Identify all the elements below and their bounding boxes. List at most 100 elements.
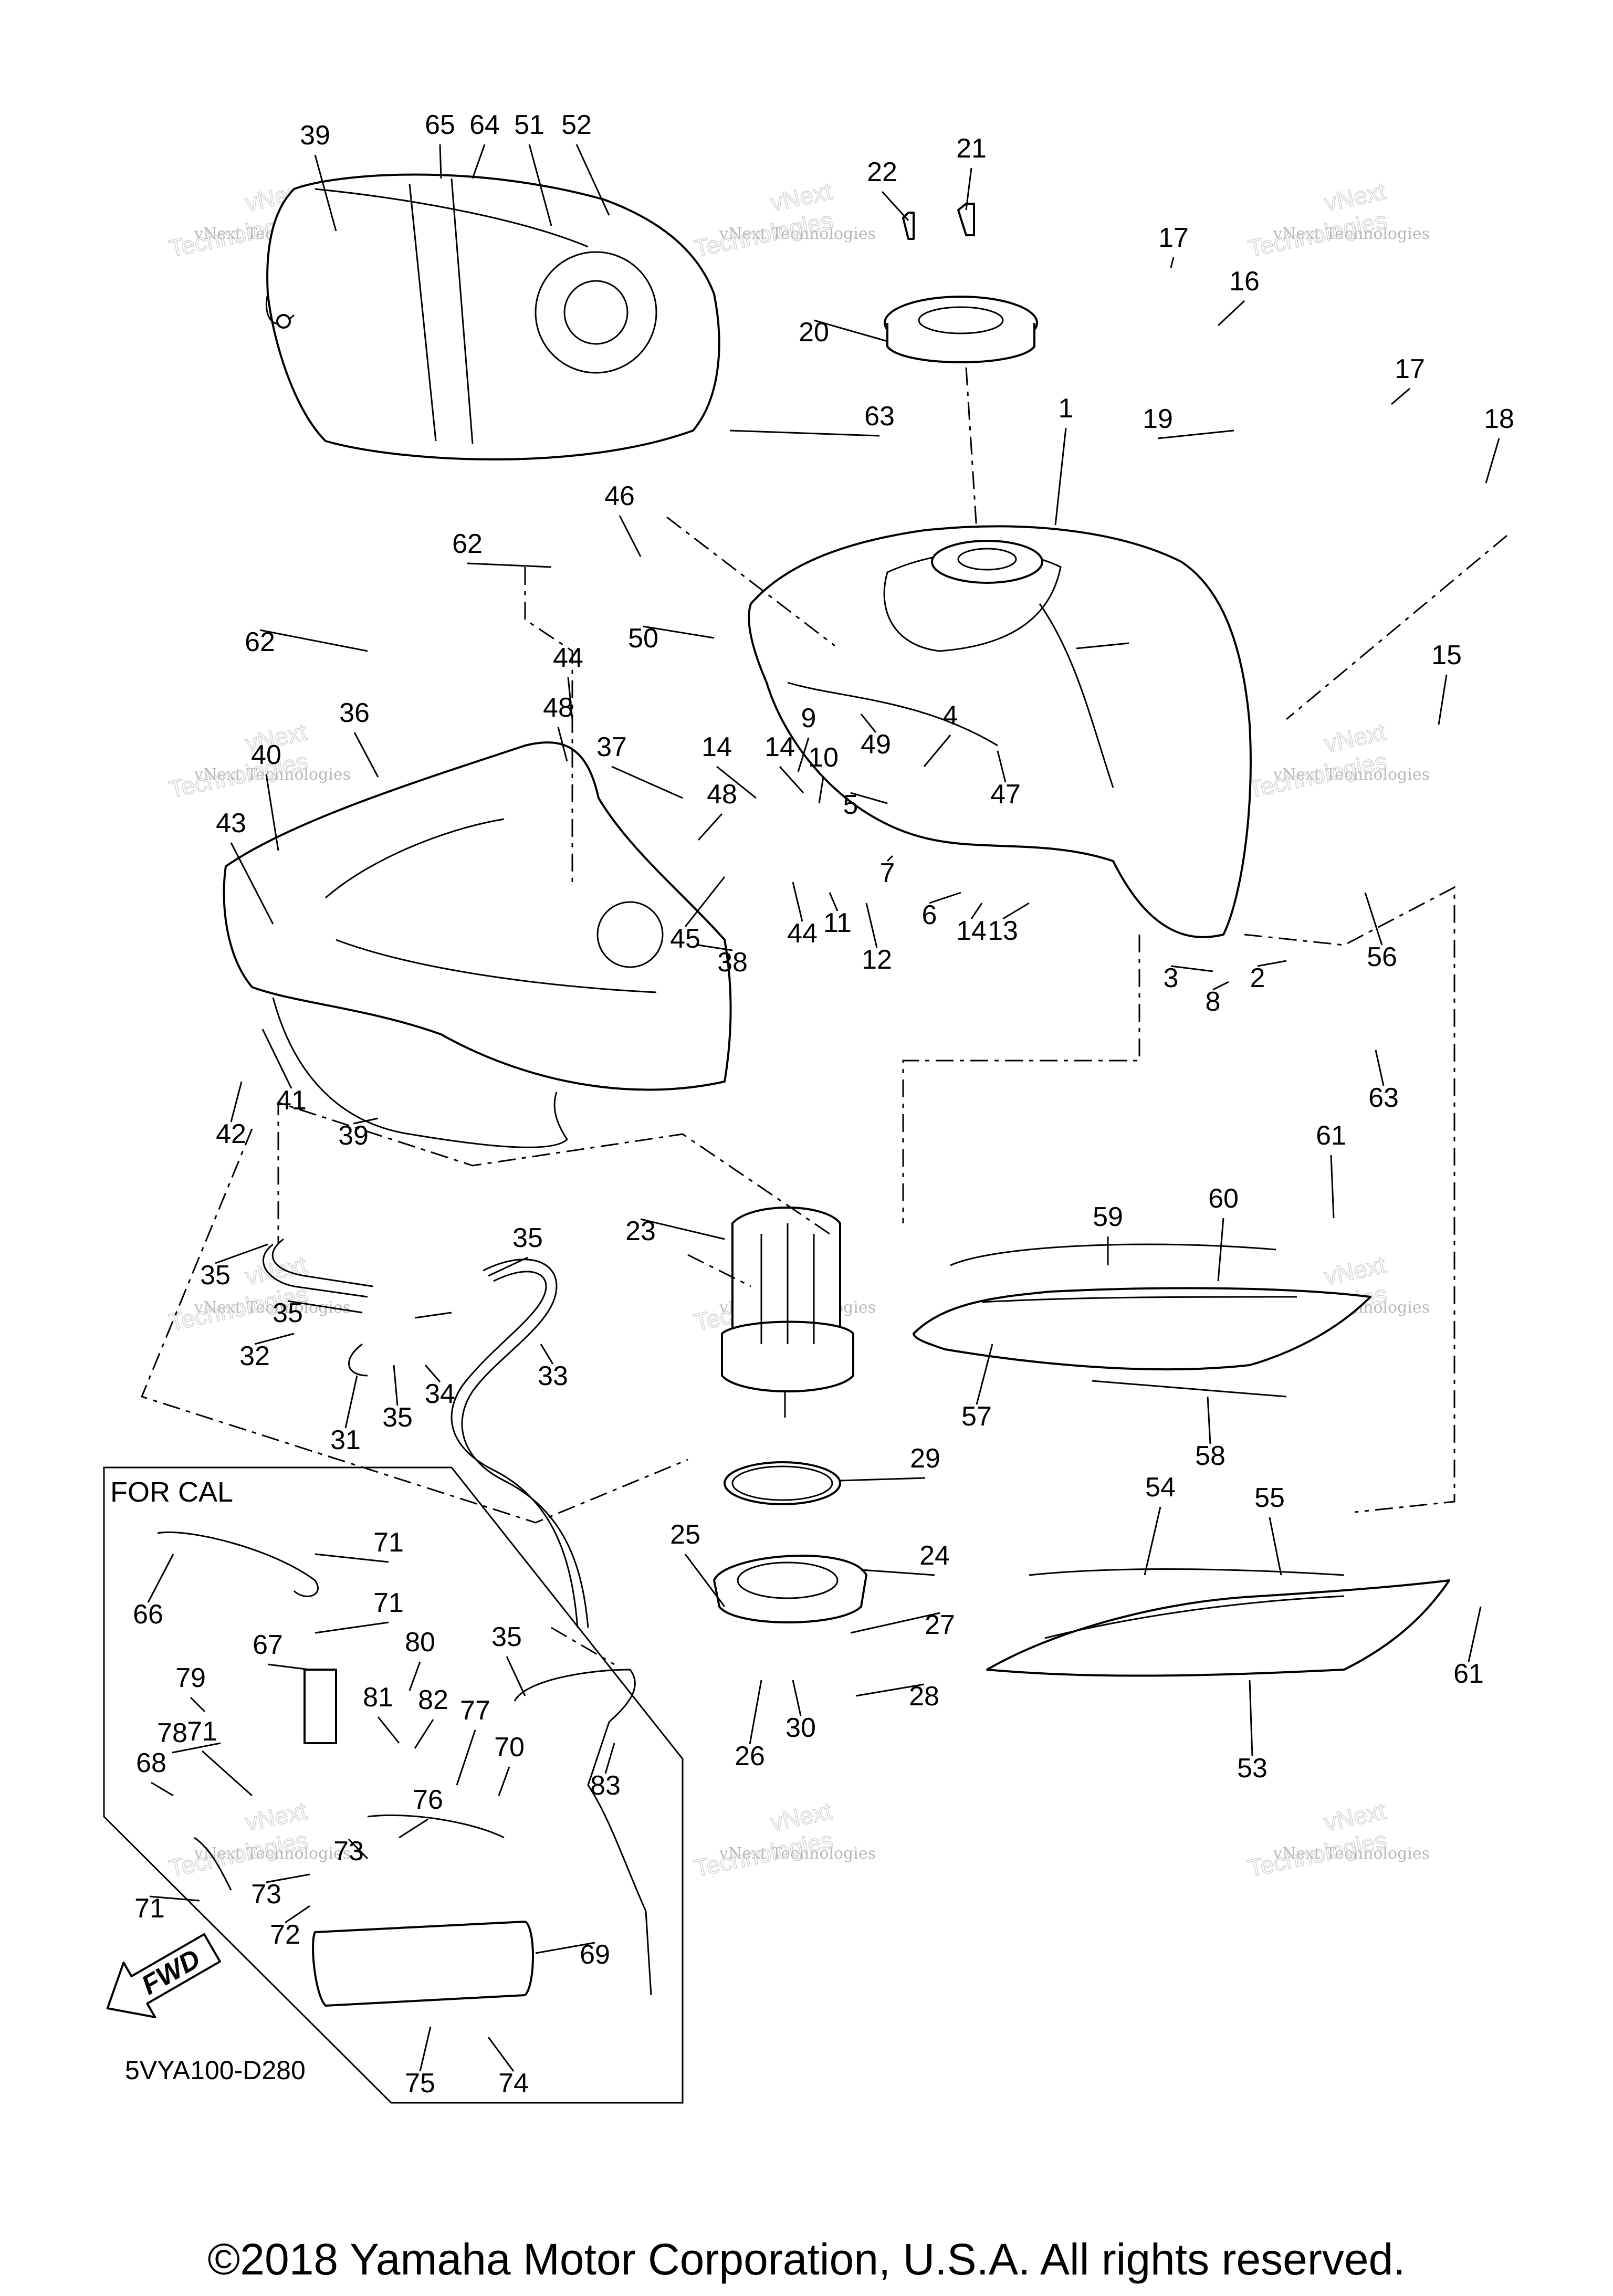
part-callout-30: 30 xyxy=(785,1713,816,1743)
callout-leader xyxy=(697,813,723,841)
callout-leader xyxy=(419,2026,432,2072)
part-callout-17: 17 xyxy=(1395,354,1425,384)
watermark-outline-text: Technologies xyxy=(167,747,310,803)
part-callout-23: 23 xyxy=(625,1216,656,1246)
part-callout-75: 75 xyxy=(405,2068,435,2099)
part-callout-20: 20 xyxy=(799,317,829,348)
part-callout-81: 81 xyxy=(363,1682,393,1713)
callout-leader xyxy=(749,1680,762,1745)
callout-leader xyxy=(1485,438,1500,484)
callout-leader xyxy=(353,1117,379,1125)
callout-leader xyxy=(643,625,715,639)
fwd-label: FWD xyxy=(137,1944,206,2001)
callout-leader xyxy=(1468,1606,1482,1662)
part-callout-73: 73 xyxy=(333,1836,364,1867)
callout-leader xyxy=(348,1838,369,1860)
callout-leader xyxy=(860,714,877,733)
part-callout-14: 14 xyxy=(701,732,732,762)
callout-leader xyxy=(266,1873,310,1883)
part-callout-83: 83 xyxy=(590,1770,621,1801)
callout-leader xyxy=(540,1344,554,1365)
callout-leader xyxy=(230,1081,243,1123)
callout-leader xyxy=(488,1256,528,1277)
part-callout-35: 35 xyxy=(382,1402,413,1433)
callout-leader xyxy=(619,515,642,557)
cal-evap-parts xyxy=(157,1531,652,2007)
part-callout-8: 8 xyxy=(1206,987,1221,1017)
side-panel-right-lower xyxy=(986,1568,1450,1677)
part-callout-68: 68 xyxy=(136,1748,166,1778)
copyright-notice: ©2018 Yamaha Motor Corporation, U.S.A. A… xyxy=(207,2235,1406,2284)
part-callout-76: 76 xyxy=(413,1785,443,1815)
callout-leader xyxy=(965,167,972,211)
callout-leader xyxy=(201,1750,253,1797)
watermark-outline-text: Technologies xyxy=(1246,206,1389,263)
part-callout-2: 2 xyxy=(1250,963,1265,993)
part-callout-62: 62 xyxy=(245,627,275,657)
part-callout-21: 21 xyxy=(956,133,987,164)
callout-leader xyxy=(377,1716,400,1744)
callout-leader xyxy=(886,855,894,862)
callout-leader xyxy=(813,319,888,342)
callout-leader xyxy=(261,1029,292,1089)
part-callout-28: 28 xyxy=(909,1681,939,1712)
part-callout-77: 77 xyxy=(460,1695,490,1726)
callout-leader xyxy=(829,892,839,911)
part-callout-71: 71 xyxy=(373,1527,404,1558)
callout-leader xyxy=(976,1344,993,1405)
part-callout-71: 71 xyxy=(187,1716,217,1747)
callout-leader xyxy=(467,562,552,568)
part-callout-3: 3 xyxy=(1164,963,1179,993)
callout-leader xyxy=(230,842,274,925)
part-callout-16: 16 xyxy=(1229,266,1260,297)
part-callout-52: 52 xyxy=(561,110,592,140)
part-callout-45: 45 xyxy=(670,924,700,954)
part-callout-47: 47 xyxy=(990,779,1021,810)
part-callout-66: 66 xyxy=(133,1599,163,1630)
fuel-cap-assembly xyxy=(884,203,1038,363)
callout-leader xyxy=(729,429,880,437)
callout-leader xyxy=(861,1569,935,1576)
part-callout-74: 74 xyxy=(498,2068,529,2099)
callout-leader xyxy=(1207,1396,1211,1444)
callout-leader xyxy=(1249,1680,1253,1757)
watermark-text: vNext Technologies xyxy=(1273,1844,1430,1863)
watermark-text: vNext Technologies xyxy=(1273,225,1430,243)
part-callout-72: 72 xyxy=(270,1920,300,1950)
part-callout-82: 82 xyxy=(418,1685,448,1715)
part-callout-61: 61 xyxy=(1453,1659,1484,1689)
callout-leader xyxy=(1157,429,1234,439)
callout-leader xyxy=(456,1729,476,1786)
part-callout-13: 13 xyxy=(988,916,1018,946)
part-callout-33: 33 xyxy=(538,1361,568,1391)
part-callout-41: 41 xyxy=(276,1085,307,1116)
part-callout-34: 34 xyxy=(425,1379,455,1409)
part-callout-25: 25 xyxy=(670,1519,700,1550)
callout-leader xyxy=(1391,387,1410,405)
callout-leader xyxy=(923,735,951,767)
part-callout-37: 37 xyxy=(596,732,627,762)
watermark-text: vNext Technologies xyxy=(719,1844,876,1863)
drawing-code: 5VYA100-D280 xyxy=(125,2056,306,2085)
callout-leader xyxy=(792,882,803,922)
callout-leader xyxy=(147,1554,174,1603)
callout-leader xyxy=(1217,300,1245,327)
part-callout-14: 14 xyxy=(764,732,795,762)
fuel-pump xyxy=(721,1207,854,1418)
dashed-connectors xyxy=(140,367,1507,1665)
part-callout-26: 26 xyxy=(735,1741,765,1771)
part-callout-6: 6 xyxy=(922,900,937,930)
part-callout-48: 48 xyxy=(543,693,573,723)
callout-leader xyxy=(265,774,279,851)
callout-leader xyxy=(684,876,726,927)
part-callout-78: 78 xyxy=(157,1718,187,1748)
callout-leader xyxy=(267,1663,310,1671)
side-cover xyxy=(223,741,732,1148)
part-callout-40: 40 xyxy=(251,740,281,770)
part-callout-70: 70 xyxy=(494,1732,525,1763)
part-callout-51: 51 xyxy=(514,110,544,140)
callout-leader xyxy=(1170,257,1175,268)
part-callout-64: 64 xyxy=(469,110,500,140)
part-callout-11: 11 xyxy=(823,908,852,938)
